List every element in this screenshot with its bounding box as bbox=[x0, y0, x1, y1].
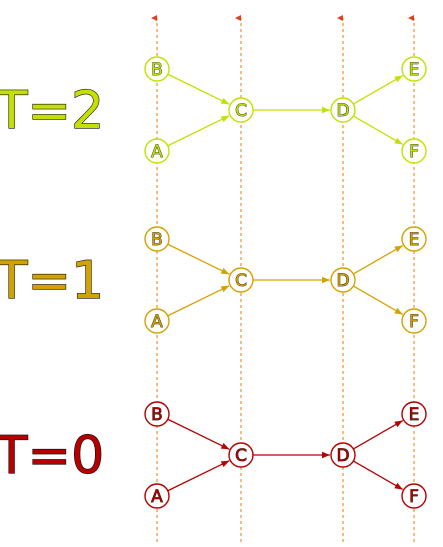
edge-d-to-e bbox=[353, 419, 404, 450]
row-label: T=1 bbox=[0, 251, 104, 311]
edge-b-to-c bbox=[167, 243, 230, 275]
edge-d-to-f bbox=[353, 115, 404, 146]
node-label: A bbox=[151, 487, 163, 507]
node-label: F bbox=[409, 312, 419, 332]
node-circle bbox=[228, 97, 254, 123]
edge-b-to-c bbox=[167, 418, 230, 450]
node-circle bbox=[144, 226, 170, 252]
edge-a-to-c bbox=[167, 115, 230, 147]
node-label: A bbox=[151, 142, 163, 162]
node-label: E bbox=[409, 60, 420, 80]
node-label: D bbox=[336, 101, 349, 121]
node-label: E bbox=[409, 405, 420, 425]
node-circle bbox=[330, 97, 356, 123]
row-t1: T=1 B A C D E F bbox=[0, 226, 427, 334]
node-circle bbox=[228, 442, 254, 468]
row-label: T=2 bbox=[0, 81, 104, 141]
node-circle bbox=[401, 56, 427, 82]
node-f: F bbox=[401, 138, 427, 164]
node-c: C bbox=[228, 442, 254, 468]
node-b: B bbox=[144, 401, 170, 427]
edge-b-to-c bbox=[167, 73, 230, 105]
node-circle bbox=[401, 308, 427, 334]
node-label: B bbox=[151, 230, 163, 250]
node-d: D bbox=[330, 442, 356, 468]
node-a: A bbox=[144, 483, 170, 509]
node-c: C bbox=[228, 97, 254, 123]
node-circle bbox=[144, 401, 170, 427]
node-label: B bbox=[151, 60, 163, 80]
node-circle bbox=[401, 483, 427, 509]
node-circle bbox=[330, 442, 356, 468]
node-label: D bbox=[336, 271, 349, 291]
node-circle bbox=[144, 138, 170, 164]
edge-a-to-c bbox=[167, 285, 230, 317]
edge-d-to-e bbox=[353, 244, 404, 275]
node-label: E bbox=[409, 230, 420, 250]
node-label: B bbox=[151, 405, 163, 425]
node-label: F bbox=[409, 142, 419, 162]
node-circle bbox=[144, 308, 170, 334]
node-a: A bbox=[144, 308, 170, 334]
node-circle bbox=[401, 138, 427, 164]
edge-a-to-c bbox=[167, 460, 230, 492]
node-b: B bbox=[144, 226, 170, 252]
node-circle bbox=[330, 267, 356, 293]
edge-d-to-e bbox=[353, 74, 404, 105]
node-circle bbox=[228, 267, 254, 293]
node-f: F bbox=[401, 483, 427, 509]
node-label: F bbox=[409, 487, 419, 507]
row-t2: T=2 B A C D E F bbox=[0, 56, 427, 164]
node-d: D bbox=[330, 267, 356, 293]
node-label: C bbox=[235, 271, 247, 291]
node-b: B bbox=[144, 56, 170, 82]
node-label: D bbox=[336, 446, 349, 466]
edge-d-to-f bbox=[353, 460, 404, 491]
node-a: A bbox=[144, 138, 170, 164]
node-label: A bbox=[151, 312, 163, 332]
row-label: T=0 bbox=[0, 426, 104, 486]
node-circle bbox=[144, 483, 170, 509]
node-circle bbox=[401, 226, 427, 252]
node-e: E bbox=[401, 226, 427, 252]
node-circle bbox=[144, 56, 170, 82]
node-label: C bbox=[235, 101, 247, 121]
node-label: C bbox=[235, 446, 247, 466]
node-e: E bbox=[401, 401, 427, 427]
node-c: C bbox=[228, 267, 254, 293]
edge-d-to-f bbox=[353, 285, 404, 316]
row-t0: T=0 B A C D E F bbox=[0, 401, 427, 509]
node-d: D bbox=[330, 97, 356, 123]
node-f: F bbox=[401, 308, 427, 334]
node-e: E bbox=[401, 56, 427, 82]
node-circle bbox=[401, 401, 427, 427]
